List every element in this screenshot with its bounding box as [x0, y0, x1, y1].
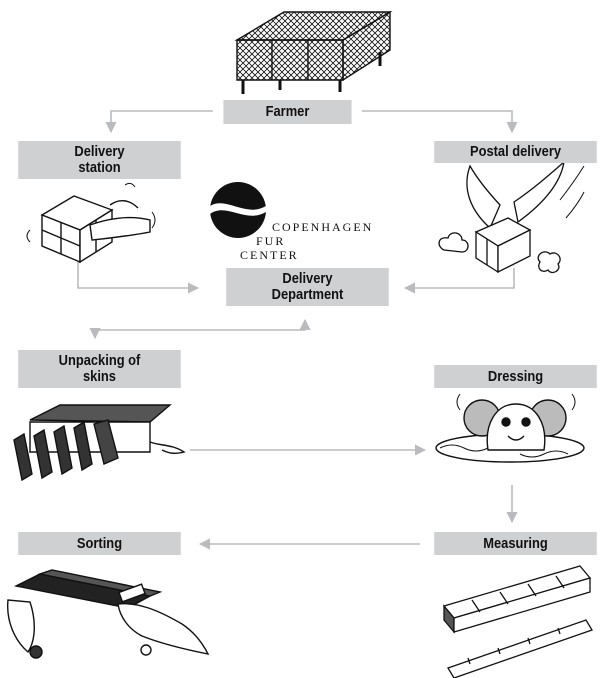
logo-text-line2: FUR — [256, 234, 286, 248]
node-unpacking-of-skins: Unpacking of skins — [18, 350, 181, 388]
hand-sorting-skin-illustration — [7, 569, 210, 659]
node-farmer: Farmer — [223, 100, 352, 124]
fur-cage-illustration — [234, 10, 393, 94]
logo — [210, 182, 266, 238]
node-postal-delivery: Postal delivery — [434, 141, 597, 163]
node-dressing: Dressing — [434, 365, 597, 388]
arrow-station-to-department — [77, 258, 200, 294]
node-delivery-station: Delivery station — [18, 141, 181, 179]
folding-rulers-illustration — [442, 565, 593, 678]
mink-in-water-illustration — [435, 393, 585, 463]
hands-packing-box-illustration — [26, 182, 156, 264]
arrow-postal-to-department — [403, 268, 515, 294]
arrow-farmer-to-delivery-station — [105, 110, 213, 134]
winged-parcel-illustration — [438, 160, 585, 274]
arrow-farmer-to-postal-delivery — [362, 110, 518, 134]
arrow-department-unpacking — [89, 318, 311, 340]
node-measuring: Measuring — [434, 532, 597, 555]
connectors — [77, 110, 518, 550]
logo-text-line3: CENTER — [240, 248, 299, 262]
node-delivery-department: Delivery Department — [226, 268, 389, 306]
skins-in-box-illustration — [13, 404, 186, 482]
node-sorting: Sorting — [18, 532, 181, 555]
logo-text-line1: COPENHAGEN — [272, 220, 374, 234]
